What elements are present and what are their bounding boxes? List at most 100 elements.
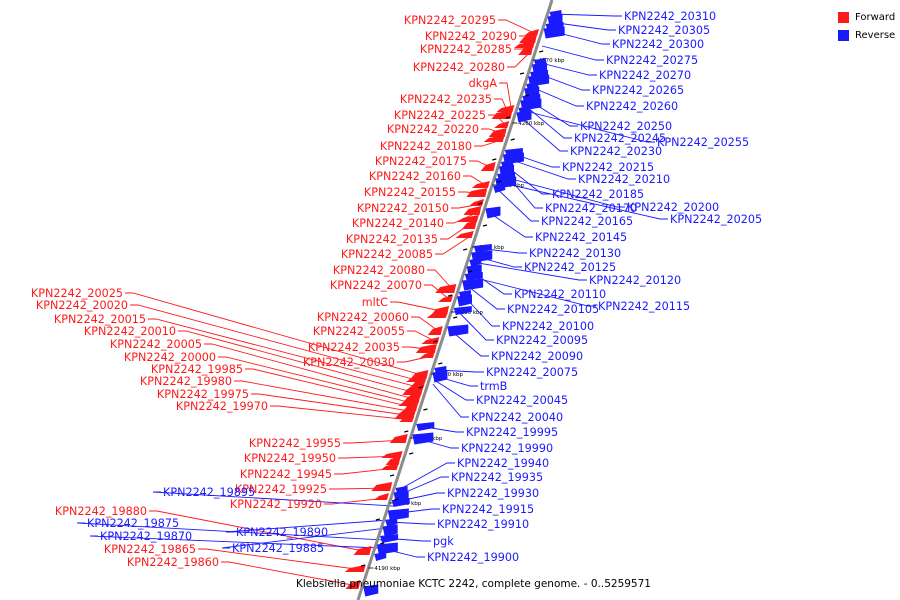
reverse-gene-label: KPN2242_19870	[100, 530, 192, 543]
reverse-gene-label: KPN2242_20310	[624, 10, 716, 23]
reverse-leader-line	[542, 45, 604, 61]
reverse-gene-label: KPN2242_19910	[437, 518, 529, 531]
forward-gene-arrow	[421, 337, 440, 344]
gene-marker	[409, 452, 414, 455]
forward-leader-line	[204, 343, 418, 401]
forward-leader-line	[198, 548, 363, 571]
reverse-leader-line	[396, 476, 449, 497]
reverse-gene-label: KPN2242_20185	[552, 188, 644, 201]
kbp-tick-label: 4270 kbp	[539, 58, 565, 64]
gene-marker	[463, 248, 468, 251]
reverse-gene-arrow	[453, 306, 472, 315]
reverse-leader-line	[432, 383, 469, 418]
forward-gene-label: KPN2242_19985	[151, 363, 243, 376]
reverse-leader-line	[433, 379, 474, 401]
gene-marker	[389, 474, 395, 477]
forward-gene-label: KPN2242_19920	[230, 498, 322, 511]
forward-leader-line	[234, 380, 414, 413]
reverse-gene-label: KPN2242_19990	[461, 442, 553, 455]
reverse-gene-arrow	[380, 534, 399, 543]
forward-leader-line	[251, 393, 413, 417]
kbp-tick-label: 4260 kbp	[518, 121, 544, 127]
reverse-gene-label: KPN2242_20250	[580, 120, 672, 133]
forward-leader-line	[130, 304, 424, 383]
forward-gene-label: KPN2242_20060	[317, 311, 409, 324]
forward-leader-line	[499, 82, 512, 111]
gene-marker	[467, 270, 473, 273]
forward-gene-arrow	[353, 546, 372, 555]
reverse-gene-arrow	[391, 498, 410, 507]
strand-legend: Forward Reverse	[838, 8, 895, 44]
gene-marker	[394, 498, 399, 501]
forward-leader-line	[498, 19, 537, 35]
forward-leader-line	[424, 284, 451, 301]
forward-leader-line	[338, 455, 400, 459]
gene-marker	[360, 564, 366, 567]
forward-gene-label: KPN2242_19980	[140, 375, 232, 388]
gene-marker	[375, 518, 381, 521]
forward-gene-label: KPN2242_20080	[333, 264, 425, 277]
reverse-gene-label: KPN2242_19995	[466, 426, 558, 439]
reverse-gene-arrow	[457, 294, 473, 307]
reverse-leader-line	[498, 181, 668, 220]
gene-marker	[418, 386, 423, 389]
forward-gene-arrow	[435, 284, 457, 293]
reverse-gene-label: KPN2242_20270	[599, 69, 691, 82]
reverse-leader-line	[536, 61, 597, 76]
reverse-leader-line	[437, 369, 484, 373]
reverse-leader-line	[472, 261, 587, 281]
forward-gene-label: KPN2242_20295	[404, 14, 496, 27]
gene-marker	[477, 202, 483, 205]
gene-marker	[379, 542, 385, 545]
gene-marker	[492, 158, 497, 161]
reverse-gene-label: KPN2242_20300	[612, 38, 704, 51]
forward-gene-label: KPN2242_20140	[352, 217, 444, 230]
reverse-leader-line	[388, 521, 435, 525]
kbp-tick-label: 4220 kbp	[437, 372, 463, 378]
reverse-gene-label: KPN2242_19895	[163, 486, 255, 499]
forward-leader-line	[324, 497, 387, 505]
forward-leader-line	[245, 368, 416, 409]
reverse-leader-line	[529, 85, 584, 107]
forward-gene-arrow	[463, 206, 482, 215]
forward-gene-label: KPN2242_19925	[235, 483, 327, 496]
genome-caption: Klebsiella pneumoniae KCTC 2242, complet…	[296, 578, 651, 590]
reverse-gene-label: KPN2242_20210	[578, 173, 670, 186]
forward-gene-label: KPN2242_19970	[176, 400, 268, 413]
forward-leader-line	[446, 211, 479, 224]
reverse-leader-line	[221, 527, 387, 549]
reverse-gene-label: KPN2242_20095	[496, 334, 588, 347]
forward-leader-line	[427, 269, 454, 291]
reverse-gene-label: KPN2242_20045	[476, 394, 568, 407]
reverse-leader-line	[488, 211, 533, 238]
reverse-gene-label: KPN2242_20100	[502, 320, 594, 333]
forward-leader-line	[343, 439, 405, 444]
forward-gene-label: mltC	[362, 296, 388, 309]
forward-gene-label: KPN2242_20070	[330, 279, 422, 292]
forward-gene-label: KPN2242_20235	[400, 93, 492, 106]
reverse-leader-line	[503, 163, 550, 195]
forward-leader-line	[329, 487, 390, 490]
forward-gene-arrow	[491, 110, 513, 119]
reverse-gene-label: KPN2242_20215	[562, 161, 654, 174]
reverse-gene-label: KPN2242_19890	[236, 526, 328, 539]
forward-gene-arrow	[469, 199, 485, 206]
forward-gene-label: KPN2242_19950	[244, 452, 336, 465]
forward-gene-label: KPN2242_20280	[413, 61, 505, 74]
gene-marker	[482, 224, 488, 227]
reverse-gene-arrow	[493, 184, 506, 193]
reverse-gene-label: KPN2242_20275	[606, 54, 698, 67]
reverse-gene-label: pgk	[433, 535, 454, 548]
forward-gene-label: KPN2242_20055	[313, 325, 405, 338]
reverse-gene-label: KPN2242_20305	[618, 24, 710, 37]
forward-gene-label: dkgA	[469, 77, 498, 90]
forward-gene-arrow	[345, 580, 361, 589]
forward-gene-arrow	[427, 326, 443, 335]
forward-gene-label: KPN2242_20030	[303, 356, 395, 369]
forward-gene-arrow	[381, 451, 403, 458]
forward-gene-arrow	[415, 344, 437, 353]
forward-leader-line	[148, 318, 422, 389]
forward-gene-label: KPN2242_20025	[31, 287, 123, 300]
gene-marker	[404, 430, 409, 433]
